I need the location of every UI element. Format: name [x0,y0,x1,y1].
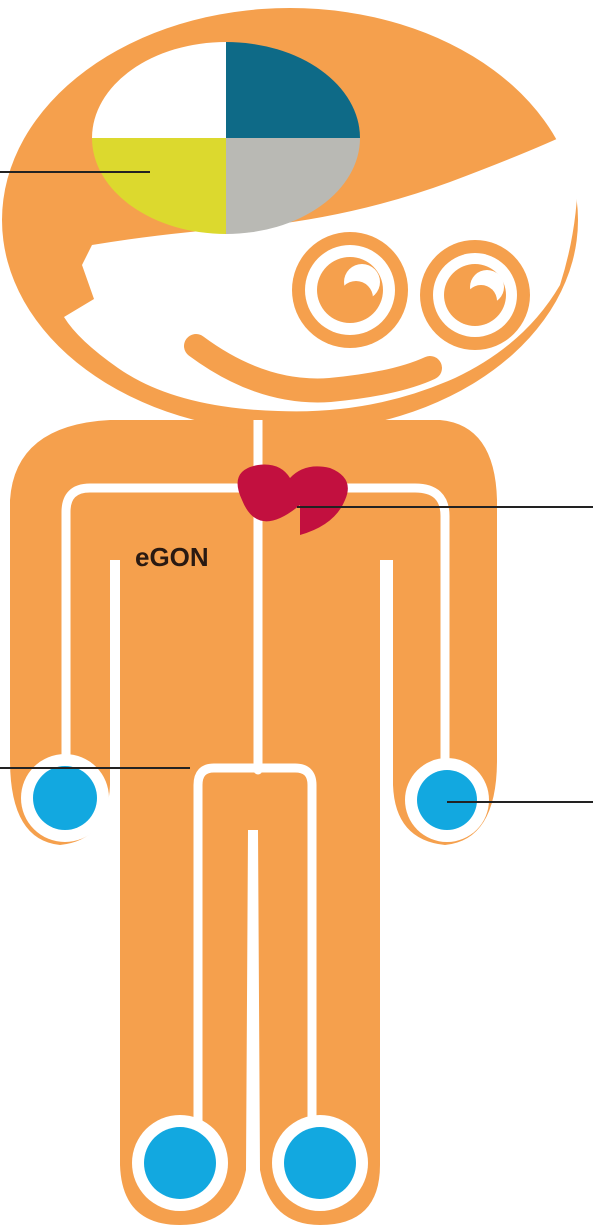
feet [132,1115,368,1211]
hand-right [405,758,489,842]
eye-left [292,232,408,348]
mascot-name-label: eGON [135,542,209,572]
eye-right [420,240,530,350]
foot-right [272,1115,368,1211]
foot-left-circle [144,1127,216,1199]
hand-left-circle [33,766,97,830]
hand-right-circle [417,770,477,830]
head-group [2,8,578,432]
foot-left [132,1115,228,1211]
foot-right-circle [284,1127,356,1199]
